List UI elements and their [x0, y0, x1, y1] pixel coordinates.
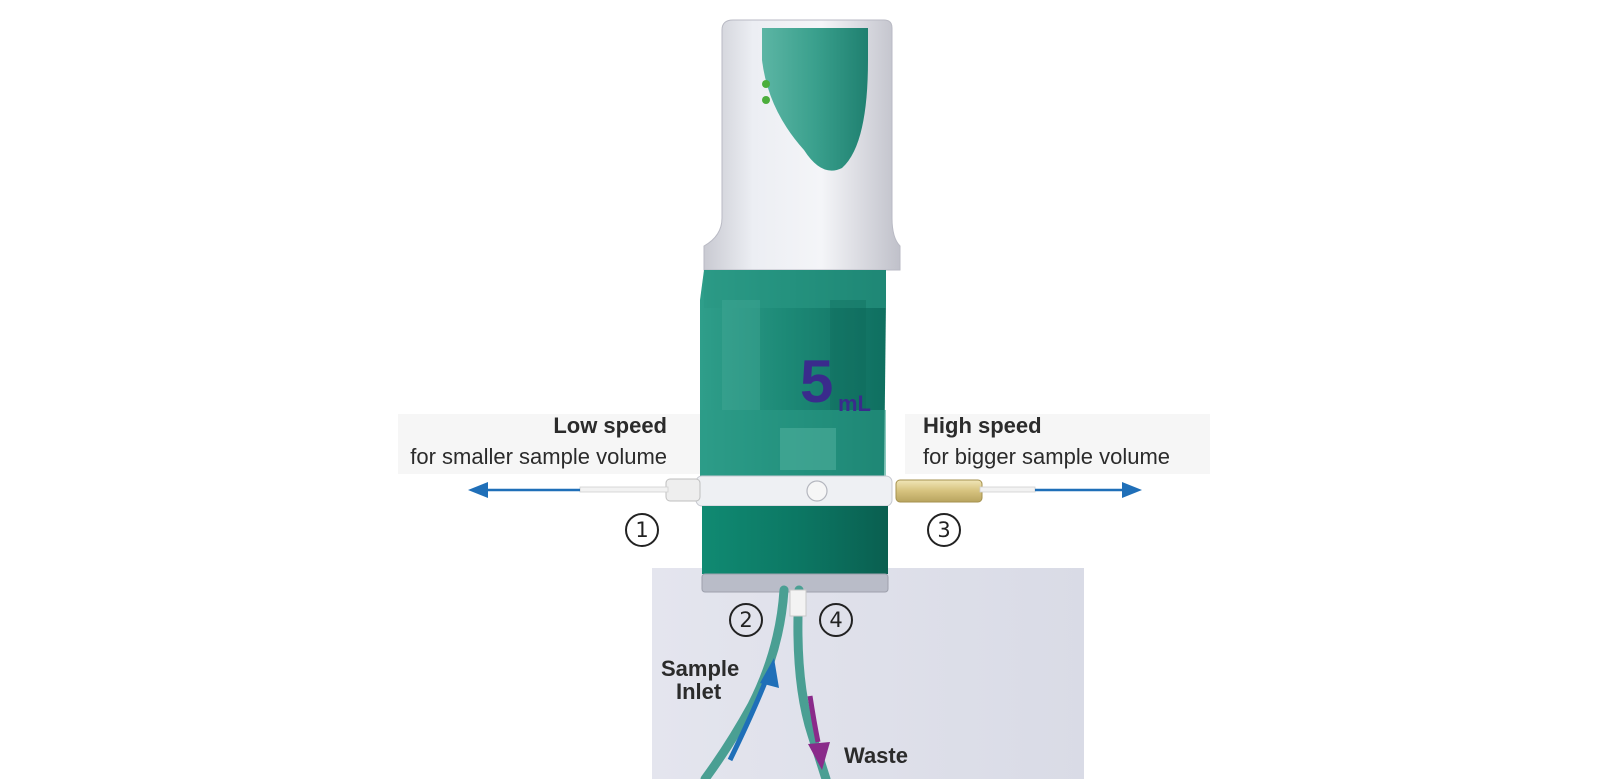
high-speed-description: for bigger sample volume [923, 444, 1171, 469]
cylinder-window [780, 428, 836, 470]
port-3-fitting [895, 479, 983, 503]
cylinder-inner-shape [722, 300, 760, 410]
port-2-marker: 2 [729, 603, 763, 637]
valve-knob [806, 480, 828, 502]
lower-body [702, 506, 888, 574]
high-speed-title: High speed [923, 413, 1042, 438]
low-speed-description: for smaller sample volume [410, 444, 667, 469]
waste-arrow [807, 695, 821, 743]
waste-label: Waste [844, 743, 908, 768]
port-3-marker: 3 [927, 513, 961, 547]
volume-value: 5 [800, 348, 834, 415]
cylinder-upper-band [704, 270, 886, 308]
volume-unit: mL [838, 391, 871, 416]
sample-inlet-arrowhead [760, 658, 779, 688]
sample-inlet-tube [700, 585, 789, 779]
port-1-marker: 1 [625, 513, 659, 547]
sample-inlet-label-line1: Sample [661, 656, 740, 681]
high-speed-arrowhead [1122, 482, 1142, 498]
valve-collar [695, 475, 893, 507]
sample-inlet-arrow [727, 679, 769, 762]
sample-inlet-label-line2: Inlet [676, 679, 722, 704]
low-speed-title: Low speed [553, 413, 667, 438]
low-speed-label-bg [398, 414, 704, 474]
low-speed-arrowhead [468, 482, 488, 498]
status-led-1 [762, 80, 770, 88]
housing-teal-panel [762, 28, 868, 171]
port-4-connector [789, 589, 807, 617]
port-3-tube [979, 486, 1036, 493]
waste-arrowhead [808, 742, 830, 770]
port-4-marker: 4 [819, 603, 853, 637]
high-speed-label-bg [905, 414, 1210, 474]
cylinder-inner-shape-2 [830, 300, 866, 410]
port-1-fitting [665, 478, 701, 502]
status-led-2 [762, 96, 770, 104]
port-1-tube [579, 486, 669, 493]
